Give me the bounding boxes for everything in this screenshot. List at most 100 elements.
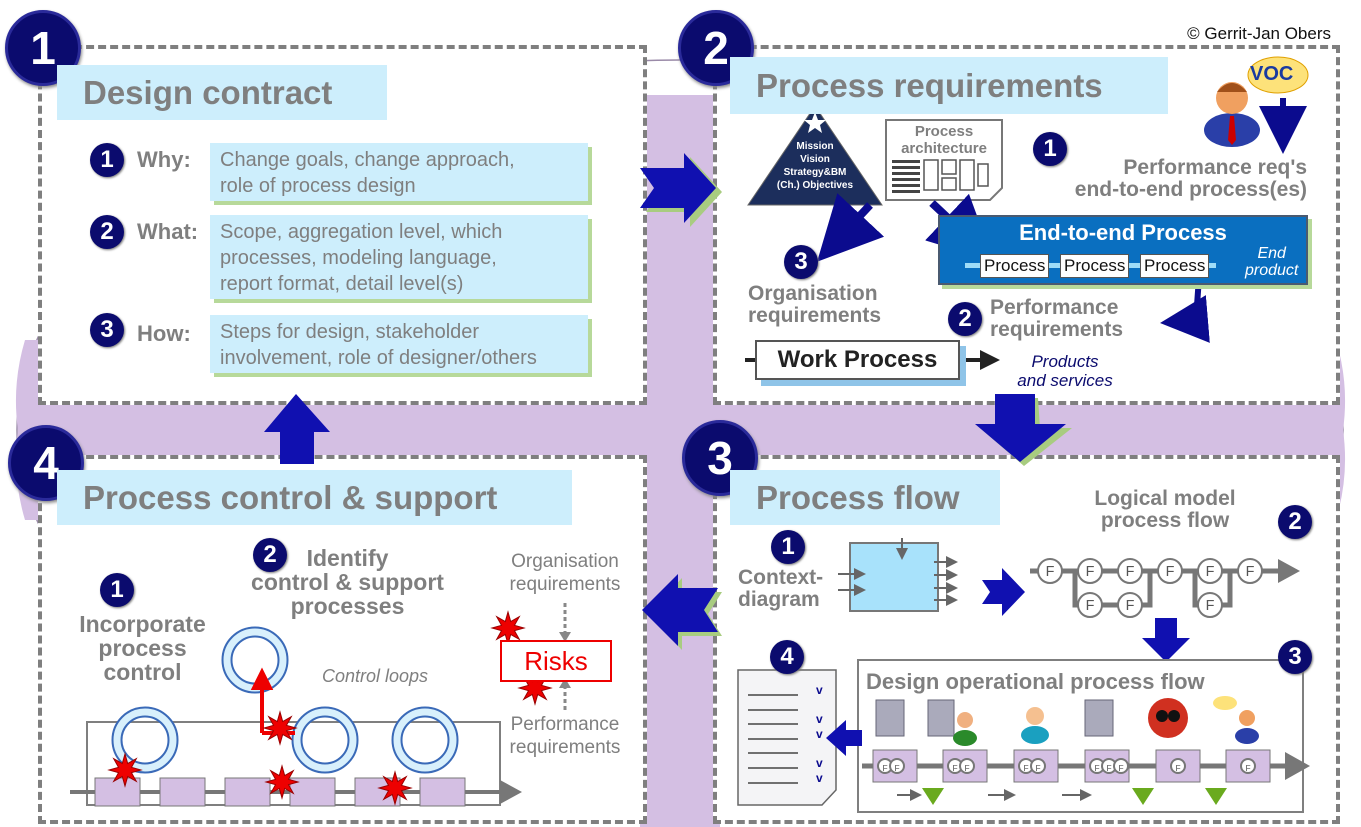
- risk-starburst-icon: [262, 710, 298, 746]
- check-document: [737, 669, 837, 806]
- arrow-context-to-logical: [982, 568, 1025, 616]
- copyright: © Gerrit-Jan Obers: [1187, 24, 1331, 43]
- arrow-logical-to-operational: [1142, 618, 1190, 662]
- voc-speech-bubble: [1247, 56, 1309, 94]
- org-requirements-label: Organisation requirements: [509, 551, 621, 595]
- identify-label: Identify control & support processes: [251, 545, 444, 620]
- perf-e2e-number: 1: [1033, 132, 1067, 166]
- operational-flow-label: Design operational process flow: [866, 669, 1205, 694]
- arrow-to-org-requirements: [817, 193, 885, 262]
- context-diagram-label: Context- diagram: [738, 566, 824, 612]
- identify-number: 2: [253, 538, 287, 572]
- voc-label: VOC: [1250, 63, 1294, 85]
- title-process-control: Process control & support: [57, 470, 572, 525]
- f-node-label: F: [1086, 564, 1095, 580]
- context-diagram-box: [849, 542, 939, 612]
- f-node: [1117, 558, 1143, 584]
- arrow-down-q2-q3: [975, 394, 1072, 466]
- process-architecture-label: Process architecture: [901, 123, 987, 157]
- f-node-label: F: [1245, 763, 1250, 773]
- f-node-label: F: [952, 763, 957, 773]
- f-node-label: F: [1126, 598, 1135, 614]
- check-2: v: [816, 712, 823, 726]
- risk-starbursts: [107, 610, 553, 806]
- how-number: 3: [90, 313, 124, 347]
- why-number: 1: [90, 143, 124, 177]
- title-process-requirements: Process requirements: [730, 57, 1168, 114]
- org-req-number: 3: [784, 245, 818, 279]
- check-1: v: [816, 683, 823, 697]
- arrow-right-q1-q2: [640, 153, 722, 227]
- f-node: [1037, 558, 1063, 584]
- what-number: 2: [90, 215, 124, 249]
- f-node-label: F: [1206, 564, 1215, 580]
- perf-e2e-label: Performance req's end-to-end process(es): [1074, 156, 1307, 202]
- check-3: v: [816, 727, 823, 741]
- f-node: [1117, 592, 1143, 618]
- mission-triangle: [747, 105, 883, 206]
- f-node-label: F: [964, 763, 969, 773]
- incorporate-label: Incorporate process control: [79, 611, 206, 686]
- f-node: [959, 758, 975, 774]
- f-node: [1197, 592, 1223, 618]
- mission-triangle-text: Mission Vision Strategy&BM (Ch.) Objecti…: [770, 140, 860, 192]
- arrow-to-performance-requirements: [1160, 276, 1210, 343]
- work-process-box: Work Process: [755, 340, 960, 380]
- process-architecture-doc: [885, 119, 1003, 201]
- title-design-contract: Design contract: [57, 65, 387, 120]
- f-node-label: F: [894, 763, 899, 773]
- f-node: [1240, 758, 1256, 774]
- f-node: [1237, 558, 1263, 584]
- f-node: [1170, 758, 1186, 774]
- e2e-process-box: End-to-end Process Process Process Proce…: [938, 215, 1308, 285]
- f-node-label: F: [1023, 763, 1028, 773]
- voc-person-icon: [1204, 82, 1260, 147]
- perf-req-number: 2: [948, 302, 982, 336]
- f-node-label: F: [1206, 598, 1215, 614]
- check-5: v: [816, 771, 823, 785]
- work-process-arrowhead: [980, 350, 1000, 370]
- triangle-vision: Vision: [800, 154, 830, 165]
- f-node: [889, 758, 905, 774]
- f-node-label: F: [882, 763, 887, 773]
- what-text: Scope, aggregation level, which processe…: [210, 215, 588, 299]
- e2e-process-title: End-to-end Process: [1019, 220, 1227, 245]
- delay-triangles: [922, 788, 1227, 805]
- risk-starburst-icon: [264, 764, 300, 800]
- f-node-label: F: [1175, 763, 1180, 773]
- title-process-flow: Process flow: [730, 470, 1000, 525]
- risks-box: Risks: [500, 640, 612, 682]
- checklist-number: 4: [770, 640, 804, 674]
- how-label: How:: [137, 321, 191, 346]
- triangle-objectives: (Ch.) Objectives: [776, 180, 854, 191]
- control-loop-inner: [113, 628, 457, 772]
- context-number: 1: [771, 530, 805, 564]
- e2e-process-3: Process: [1140, 254, 1210, 278]
- what-label: What:: [137, 219, 199, 244]
- f-node: [1077, 558, 1103, 584]
- risk-starburst-icon: [107, 752, 143, 788]
- operational-flow-arrowhead: [1285, 752, 1310, 780]
- e2e-process-1: Process: [980, 254, 1050, 278]
- control-loops-label: Control loops: [322, 666, 429, 686]
- triangle-strategy: Strategy&BM: [783, 167, 847, 178]
- f-node-label: F: [1106, 763, 1111, 773]
- f-node: [1157, 558, 1183, 584]
- e2e-process-2: Process: [1060, 254, 1130, 278]
- quadrant-number-3: 3: [682, 420, 758, 496]
- e2e-end-product: End product: [1245, 245, 1299, 279]
- f-node-label: F: [1046, 564, 1055, 580]
- arrow-up-q4-q1: [264, 394, 330, 464]
- quadrant-number-4: 4: [8, 425, 84, 501]
- perf-req-label: Performance requirements: [990, 296, 1124, 342]
- f-node: [1077, 592, 1103, 618]
- f-node-label: F: [1086, 598, 1095, 614]
- risk-starburst-icon: [377, 770, 413, 806]
- org-req-label: Organisation requirements: [748, 282, 882, 328]
- operational-actor-icons: [875, 696, 1259, 746]
- logical-flow-arrowhead: [1278, 559, 1300, 583]
- red-up-arrow: [250, 667, 274, 733]
